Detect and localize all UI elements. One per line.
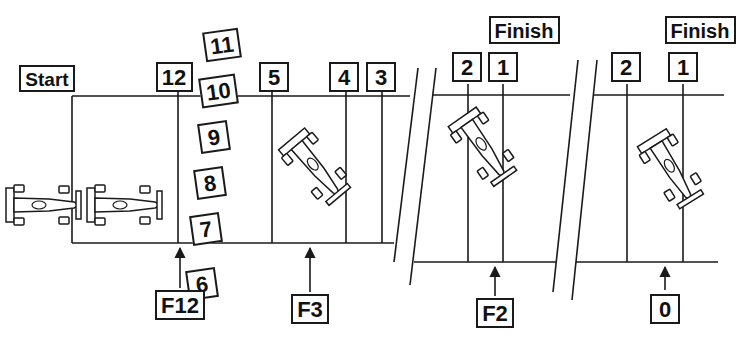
position-box: 1 <box>668 52 698 82</box>
box-text: 1 <box>677 57 689 79</box>
box-text: 10 <box>204 79 231 104</box>
position-box: 2 <box>611 52 641 82</box>
position-box: 2 <box>452 52 482 82</box>
position-box: 12 <box>156 62 193 92</box>
box-text: 8 <box>203 172 218 195</box>
finish-label: Finish <box>489 16 560 44</box>
position-box: 4 <box>329 62 359 92</box>
flag-signal-box: 0 <box>650 294 680 324</box>
position-box: 8 <box>193 166 227 200</box>
box-text: F2 <box>482 303 508 325</box>
position-box: 7 <box>189 212 223 246</box>
finish-label: Finish <box>665 16 736 44</box>
box-text: 5 <box>268 67 280 89</box>
box-text: 2 <box>461 57 473 79</box>
track-lines <box>72 60 724 300</box>
flag-signal-box: F2 <box>476 298 514 328</box>
box-text: 7 <box>199 218 214 241</box>
box-text: F3 <box>297 299 323 321</box>
box-text: F12 <box>161 295 199 317</box>
position-box: 11 <box>202 28 242 63</box>
box-text: 4 <box>338 67 350 89</box>
box-text: 9 <box>207 126 222 149</box>
box-text: 12 <box>162 67 186 89</box>
start-label: Start <box>19 65 75 92</box>
box-text: 1 <box>497 57 509 79</box>
box-text: Finish <box>495 21 554 41</box>
box-text: 3 <box>375 67 387 89</box>
box-text: 0 <box>659 299 671 321</box>
position-box: 10 <box>198 74 239 109</box>
position-box: 1 <box>488 52 518 82</box>
box-text: 2 <box>620 57 632 79</box>
box-text: Start <box>25 70 68 89</box>
flag-signal-box: F3 <box>291 294 329 324</box>
position-box: 3 <box>366 62 396 92</box>
box-text: 11 <box>209 33 235 58</box>
flag-signal-box: F12 <box>155 290 205 320</box>
position-box: 9 <box>197 120 231 154</box>
box-text: Finish <box>671 21 730 41</box>
position-box: 5 <box>259 62 289 92</box>
